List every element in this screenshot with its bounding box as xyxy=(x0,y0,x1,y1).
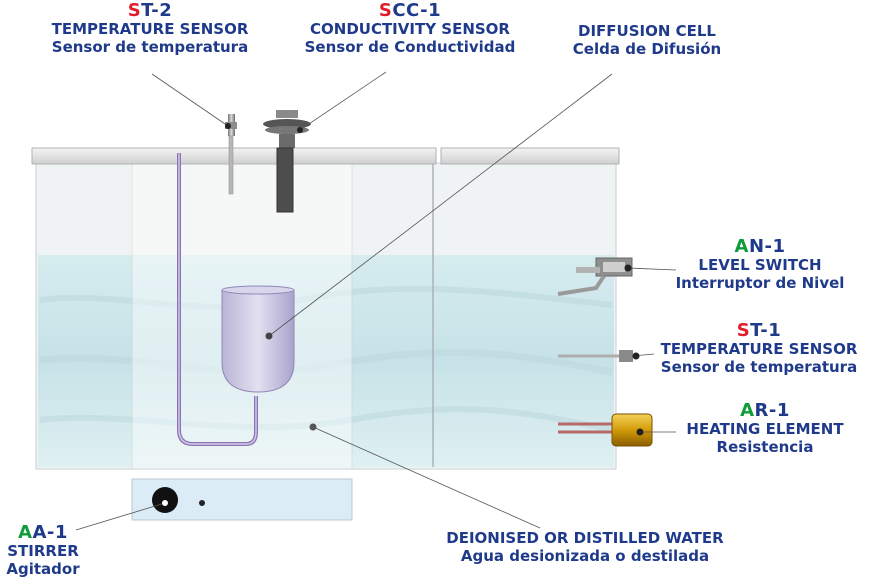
code-aa1: AA-1 xyxy=(18,522,68,543)
tank-lid-right xyxy=(440,147,620,165)
english-ar1: HEATING ELEMENT xyxy=(686,420,844,439)
english-st1: TEMPERATURE SENSOR xyxy=(660,340,858,359)
leader-water xyxy=(312,426,541,529)
spanish-scc1: Sensor de Conductividad xyxy=(304,37,516,56)
spanish-aa1: Agitador xyxy=(6,559,80,578)
label-aa1: AA-1 STIRRER Agitador xyxy=(0,522,86,579)
label-st2: ST-2 TEMPERATURE SENSOR Sensor de temper… xyxy=(30,0,270,57)
english-cell: DIFFUSION CELL xyxy=(578,22,716,40)
code-st2: ST-2 xyxy=(127,0,173,21)
code-ar1: AR-1 xyxy=(740,400,790,421)
english-scc1: CONDUCTIVITY SENSOR xyxy=(310,20,510,39)
label-water: DEIONISED OR DISTILLED WATER Agua desion… xyxy=(420,529,750,565)
label-diffusion-cell: DIFFUSION CELL Celda de Difusión xyxy=(552,22,742,58)
code-an1: AN-1 xyxy=(734,236,786,257)
english-st2: TEMPERATURE SENSOR xyxy=(51,20,249,39)
spanish-cell: Celda de Difusión xyxy=(572,39,722,58)
leader-an1 xyxy=(627,267,677,271)
spanish-st1: Sensor de temperatura xyxy=(660,357,858,376)
english-water: DEIONISED OR DISTILLED WATER xyxy=(446,529,724,547)
diffusion-cell xyxy=(221,289,295,393)
spanish-an1: Interruptor de Nivel xyxy=(675,273,845,292)
spanish-water: Agua desionizada o destilada xyxy=(460,546,710,565)
label-scc1: SCC-1 CONDUCTIVITY SENSOR Sensor de Cond… xyxy=(282,0,538,57)
english-aa1: STIRRER xyxy=(7,542,79,561)
label-st1: ST-1 TEMPERATURE SENSOR Sensor de temper… xyxy=(650,320,868,377)
leader-cell xyxy=(268,73,613,337)
label-ar1: AR-1 HEATING ELEMENT Resistencia xyxy=(660,400,870,457)
temperature-sensor-st1 xyxy=(558,350,633,362)
code-scc1: SCC-1 xyxy=(378,0,442,21)
spanish-ar1: Resistencia xyxy=(716,437,814,456)
heating-element-ar1 xyxy=(558,413,653,447)
leader-scc1 xyxy=(299,71,387,131)
label-an1: AN-1 LEVEL SWITCH Interruptor de Nivel xyxy=(660,236,860,293)
leader-st2 xyxy=(151,73,229,127)
english-an1: LEVEL SWITCH xyxy=(698,256,822,275)
level-switch-an1 xyxy=(557,257,633,296)
leader-aa1 xyxy=(75,502,166,531)
tank-lid-left xyxy=(31,147,437,165)
conductivity-sensor-scc1 xyxy=(263,110,311,213)
spanish-st2: Sensor de temperatura xyxy=(51,37,249,56)
code-st1: ST-1 xyxy=(736,320,782,341)
